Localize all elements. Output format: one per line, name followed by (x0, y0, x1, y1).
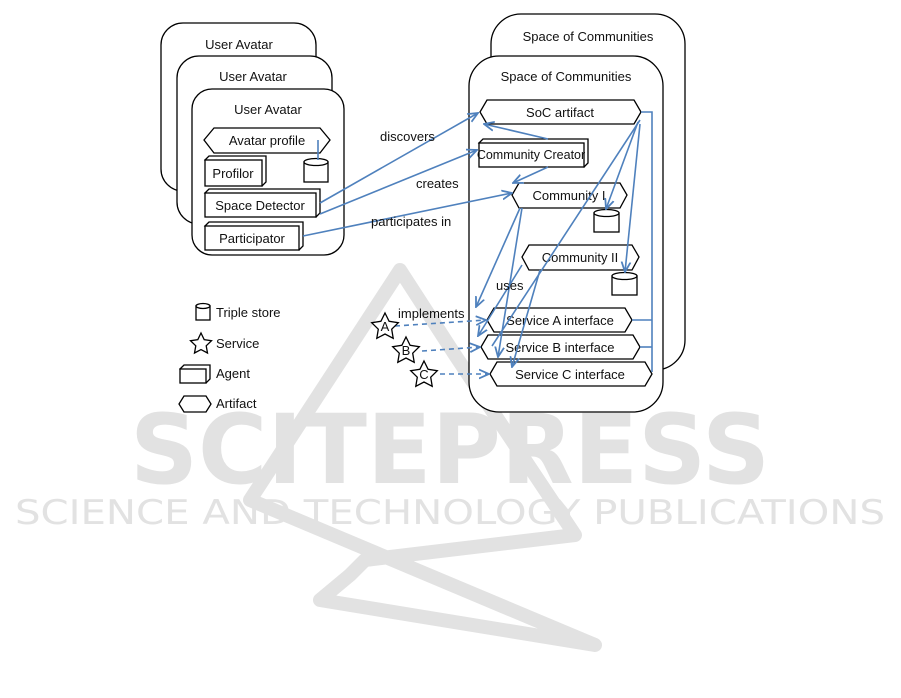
label-participates: participates in (371, 214, 451, 229)
service-c-interface: Service C interface (489, 361, 653, 387)
watermark-swoosh (243, 263, 602, 652)
uses-arrow-a (476, 207, 521, 307)
legend: Triple store Service Agent Artifact (178, 302, 281, 413)
avatar-profile-label: Avatar profile (229, 133, 305, 148)
avatar-profile-artifact: Avatar profile (203, 127, 331, 154)
agent-box-icon (178, 364, 211, 384)
community-2-artifact: Community II (521, 244, 640, 271)
service-a-label: Service A interface (506, 313, 614, 328)
community-creator-label: Community Creator (477, 148, 585, 162)
participator-agent: Participator (203, 221, 304, 251)
legend-item-artifact: Artifact (178, 395, 257, 413)
service-star-a: A (370, 311, 400, 340)
profilor-label: Profilor (212, 166, 254, 181)
service-b-label: Service B interface (505, 340, 614, 355)
legend-label: Triple store (216, 305, 281, 320)
avatar-title-front: User Avatar (234, 102, 302, 117)
watermark-sub: SCIENCE AND TECHNOLOGY PUBLICATIONS (15, 493, 885, 533)
service-b-interface: Service B interface (480, 334, 641, 360)
creator-to-soc-arrow (484, 124, 549, 140)
soc-to-service-b (491, 119, 641, 347)
soc-to-store2-arrow (625, 123, 641, 272)
label-implements: implements (398, 306, 465, 321)
legend-item-triple-store: Triple store (195, 302, 281, 321)
space-detector-label: Space Detector (215, 198, 305, 213)
participates-arrow (302, 193, 512, 237)
soc-artifact-label: SoC artifact (526, 105, 594, 120)
watermark: SCITEPRESS SCIENCE AND TECHNOLOGY PUBLIC… (15, 263, 885, 652)
label-discovers: discovers (380, 129, 435, 144)
service-star-a-label: A (381, 319, 390, 334)
connectors (302, 111, 653, 372)
discovers-arrow (319, 113, 478, 204)
triple-store-icon (611, 271, 638, 296)
community2-to-service-c (512, 269, 541, 367)
profilor-agent: Profilor (203, 155, 267, 187)
soc-bus-line (641, 111, 653, 372)
implements-link-a (394, 320, 486, 327)
triple-store-icon (593, 208, 620, 233)
triple-store-icon (303, 157, 329, 183)
implements-links (394, 320, 489, 374)
watermark-main: SCITEPRESS (130, 394, 770, 506)
participator-label: Participator (219, 231, 285, 246)
service-star-c-label: C (419, 367, 428, 382)
soc-to-store1-arrow (606, 121, 639, 209)
legend-label: Artifact (216, 396, 257, 411)
service-star-icon (370, 311, 400, 340)
community-1-artifact: Community I (511, 182, 628, 209)
community-creator-agent: Community Creator (477, 138, 589, 168)
soc-artifact: SoC artifact (479, 99, 642, 125)
implements-link-b (421, 347, 480, 351)
service-c-label: Service C interface (515, 367, 625, 382)
legend-item-service: Service (189, 331, 259, 355)
artifact-hexagon-icon (178, 395, 212, 413)
legend-label: Agent (216, 366, 250, 381)
service-star-icon (189, 331, 213, 355)
legend-label: Service (216, 336, 259, 351)
creator-to-community1-arrow (513, 166, 549, 183)
space-title-front: Space of Communities (501, 69, 632, 84)
creates-arrow (319, 150, 477, 215)
label-creates: creates (416, 176, 459, 191)
triple-store-icon (195, 302, 211, 321)
legend-item-agent: Agent (178, 364, 250, 384)
community-2-label: Community II (542, 250, 619, 265)
service-star-c: C (409, 359, 439, 388)
service-star-icon (391, 335, 421, 364)
service-star-icon (409, 359, 439, 388)
avatar-title-middle: User Avatar (219, 69, 287, 84)
space-title-back: Space of Communities (523, 29, 654, 44)
service-star-b-label: B (402, 343, 411, 358)
uses-arrow-b (498, 207, 523, 357)
space-detector-agent: Space Detector (203, 188, 321, 218)
avatar-title-back: User Avatar (205, 37, 273, 52)
label-uses: uses (496, 278, 524, 293)
service-star-b: B (391, 335, 421, 364)
avatar-stack: User Avatar User Avatar User Avatar Avat… (160, 22, 345, 256)
